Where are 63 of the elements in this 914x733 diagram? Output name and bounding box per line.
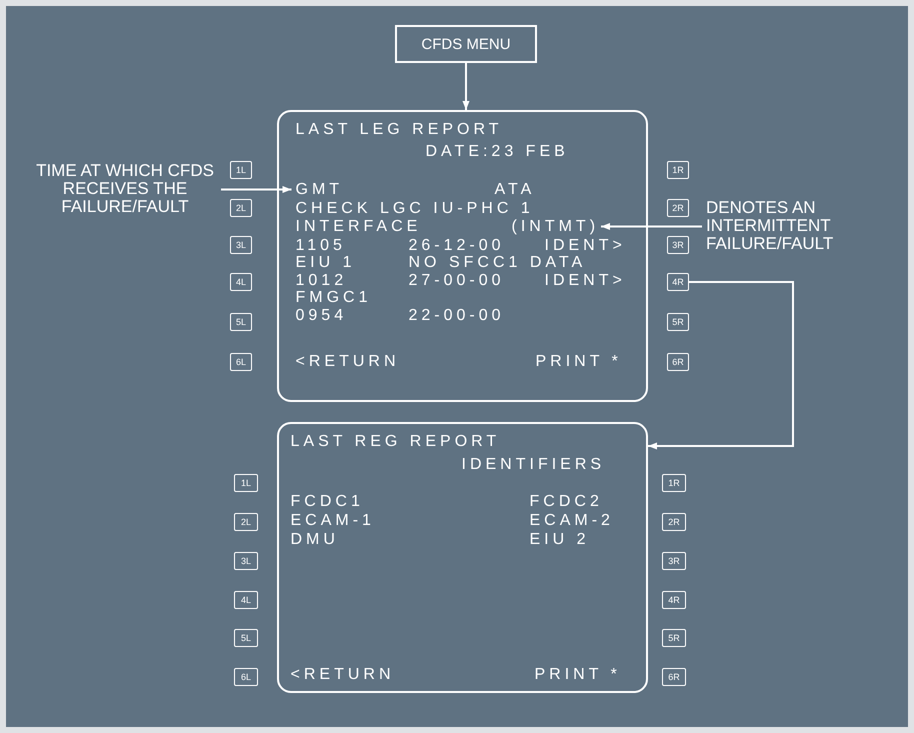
line-select-key: 2L <box>234 513 258 531</box>
screen-text: 1105 <box>296 236 346 254</box>
line-select-key: 2R <box>662 513 686 531</box>
line-select-key: 6L <box>230 353 252 371</box>
arrow <box>648 281 794 450</box>
screen-text: <RETURN <box>290 666 395 684</box>
screen-text: ECAM-1 <box>290 512 375 530</box>
screen-text: INTERFACE <box>296 218 422 236</box>
screen-text: 1012 <box>296 272 348 290</box>
screen-text: CHECK LGC IU-PHC 1 <box>296 200 534 218</box>
line-select-key: 2L <box>230 199 252 217</box>
screen-text: DMU <box>290 530 339 548</box>
screen-text: ECAM-2 <box>530 512 614 530</box>
leader-line <box>221 186 292 193</box>
line-select-key: 3L <box>234 552 258 570</box>
screen-text: <RETURN <box>296 352 400 370</box>
screen-text: LAST REG REPORT <box>290 432 500 450</box>
display-screen <box>277 422 648 693</box>
screen-text: FCDC1 <box>290 492 364 510</box>
screen-text: 26-12-00 <box>408 236 505 254</box>
line-select-key: 4L <box>230 273 252 291</box>
display-screen <box>277 110 648 402</box>
line-select-key: 5R <box>667 313 689 331</box>
screen-text: GMT <box>296 180 344 198</box>
screen-text: FCDC2 <box>530 492 603 510</box>
screen-text: 0954 <box>296 306 348 324</box>
screen-text: IDENTIFIERS <box>462 456 606 474</box>
line-select-key: 5L <box>234 629 258 647</box>
screen-text: NO SFCC1 DATA <box>408 254 586 272</box>
screen-text: FMGC1 <box>296 288 372 306</box>
screen-text: (INTMT) <box>512 218 600 236</box>
menu-box: CFDS MENU <box>395 25 537 63</box>
screen-text: 27-00-00 <box>408 272 505 290</box>
line-select-key: 1L <box>234 474 258 492</box>
line-select-key: 4L <box>234 591 258 609</box>
annotation-text: DENOTES AN INTERMITTENT FAILURE/FAULT <box>706 199 906 255</box>
line-select-key: 5R <box>662 629 686 647</box>
screen-text: 22-00-00 <box>408 306 505 324</box>
line-select-key: 6R <box>667 353 689 371</box>
arrow <box>462 63 470 110</box>
line-select-key: 6R <box>662 668 686 686</box>
line-select-key: 1L <box>230 161 252 179</box>
screen-text: ATA <box>494 180 536 198</box>
screen-text: PRINT * <box>536 352 622 370</box>
line-select-key: 5L <box>230 313 252 331</box>
screen-text: LAST LEG REPORT <box>296 120 503 138</box>
leader-line <box>601 223 702 230</box>
line-select-key: 6L <box>234 668 258 686</box>
line-select-key: 3R <box>662 552 686 570</box>
annotation-text: TIME AT WHICH CFDS RECEIVES THE FAILURE/FAULT <box>30 162 220 218</box>
screen-text: DATE:23 FEB <box>426 142 569 160</box>
screen-text: EIU 2 <box>530 530 590 548</box>
screen-text: EIU 1 <box>296 254 356 272</box>
line-select-key: 2R <box>667 199 689 217</box>
screen-text: IDENT> <box>544 272 626 290</box>
line-select-key: 1R <box>667 161 689 179</box>
screen-text: IDENT> <box>544 236 626 254</box>
line-select-key: 3R <box>667 236 689 254</box>
line-select-key: 4R <box>667 273 689 291</box>
line-select-key: 1R <box>662 474 686 492</box>
line-select-key: 3L <box>230 236 252 254</box>
line-select-key: 4R <box>662 591 686 609</box>
screen-text: PRINT * <box>534 666 621 684</box>
